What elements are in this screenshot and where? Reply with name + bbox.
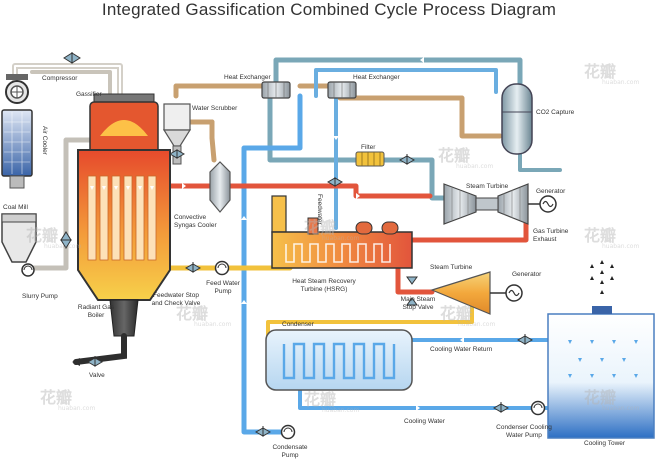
label-convective-syngas-cooler: Convective Syngas Cooler (174, 214, 217, 229)
heat-exchanger-1 (261, 81, 291, 99)
label-feed-water-pump: Feed Water Pump (206, 280, 240, 295)
label-condenser: Condenser (282, 321, 314, 328)
label-hrsg: Heat Steam Recovery Turbine (HSRG) (292, 278, 356, 293)
flow-arrows (182, 57, 464, 411)
label-feedwater-stop-check: Feedwater Stop and Check Valve (151, 292, 201, 307)
slurry-pipe (31, 137, 93, 271)
gasifier (72, 93, 171, 366)
valve-feedwater (326, 177, 344, 187)
diagram-title: Integrated Gassification Combined Cycle … (101, 0, 557, 19)
steam-turbine (430, 271, 506, 315)
valve-cooling-return (516, 334, 534, 345)
convective-syngas-cooler (209, 161, 231, 213)
valve-feedwater-stop (184, 262, 202, 273)
hrsg-steam-pipe (395, 265, 435, 295)
label-gas-steam-turbine: Steam Turbine (466, 183, 509, 190)
water-scrubber (162, 103, 192, 165)
condensate-pipe (241, 93, 303, 423)
condenser (265, 329, 413, 391)
feed-water-pump (214, 260, 230, 276)
label-co2-capture: CO2 Capture (536, 109, 575, 116)
coal-mill (1, 213, 37, 263)
label-generator-2: Generator (512, 271, 542, 278)
gas-turbine (443, 183, 529, 225)
label-cooling-water: Cooling Water (404, 418, 445, 425)
label-valve: Valve (89, 372, 105, 379)
slurry-pump (21, 263, 35, 277)
condensate-pump (280, 424, 296, 440)
label-gasifier: Gassifier (76, 91, 102, 98)
syngas-pipe (187, 119, 217, 163)
valve-gasifier-side (60, 231, 72, 249)
label-generator-1: Generator (536, 188, 566, 195)
label-cooling-tower: Cooling Tower (584, 440, 626, 447)
valve-condensate (254, 426, 272, 437)
valve-main-steam (406, 276, 418, 306)
condenser-out-pipe (266, 304, 474, 342)
label-gas-turbine-exhaust: Gas Turbine Exhaust (533, 228, 569, 243)
air-cooler (1, 109, 33, 189)
turbine-exhaust-pipe (409, 219, 529, 243)
compressor-outlet-pipe (30, 70, 112, 96)
valve-main (86, 356, 104, 367)
label-main-steam-stop: Main Steam Stop Valve (400, 296, 436, 311)
heat-exchanger-2 (327, 81, 357, 99)
steam-loop-pipe (314, 68, 498, 98)
label-condensate-pump: Condensate Pump (272, 444, 308, 459)
label-radiant-gas-boiler: Radiant Gas Boiler (77, 304, 115, 319)
valve-scrubber (168, 149, 186, 159)
cooling-water-pipe (298, 388, 550, 410)
teal-co2-return (518, 150, 562, 172)
label-filter: Filter (361, 144, 376, 151)
hot-syngas-pipe (159, 183, 433, 199)
label-slurry-pump: Slurry Pump (22, 293, 58, 300)
generator-1 (528, 195, 557, 213)
teal-loop-pipe (273, 57, 523, 99)
filter (355, 151, 385, 167)
label-compressor: Compressor (42, 75, 78, 82)
valves (60, 52, 534, 437)
label-water-scrubber: Water Scrubber (192, 105, 238, 112)
hrsg (271, 195, 413, 269)
air-pipe-inner (14, 65, 121, 95)
label-condenser-cooling-pump: Condenser Cooling Water Pump (496, 424, 552, 439)
valve-filter (398, 154, 416, 165)
label-coal-mill: Coal Mill (3, 204, 28, 211)
valve-cooling-water (492, 402, 510, 413)
teal-filter-pipe (267, 93, 463, 201)
compressor (5, 74, 29, 104)
label-steam-turbine: Steam Turbine (430, 264, 473, 271)
co2-capture (501, 83, 533, 155)
generator-2 (505, 284, 523, 302)
cooling-tower (547, 260, 655, 439)
scrubber-top-pipe (173, 83, 271, 99)
pipe-network (12, 57, 562, 435)
label-cooling-water-return: Cooling Water Return (430, 346, 493, 353)
label-air-cooler: Air Cooler (41, 126, 48, 155)
valve-air-line (63, 52, 81, 64)
label-heat-exchanger-2: Heat Exchanger (353, 74, 400, 81)
condenser-cooling-water-pump (530, 400, 546, 416)
label-heat-exchanger-1: Heat Exchanger (224, 74, 271, 81)
